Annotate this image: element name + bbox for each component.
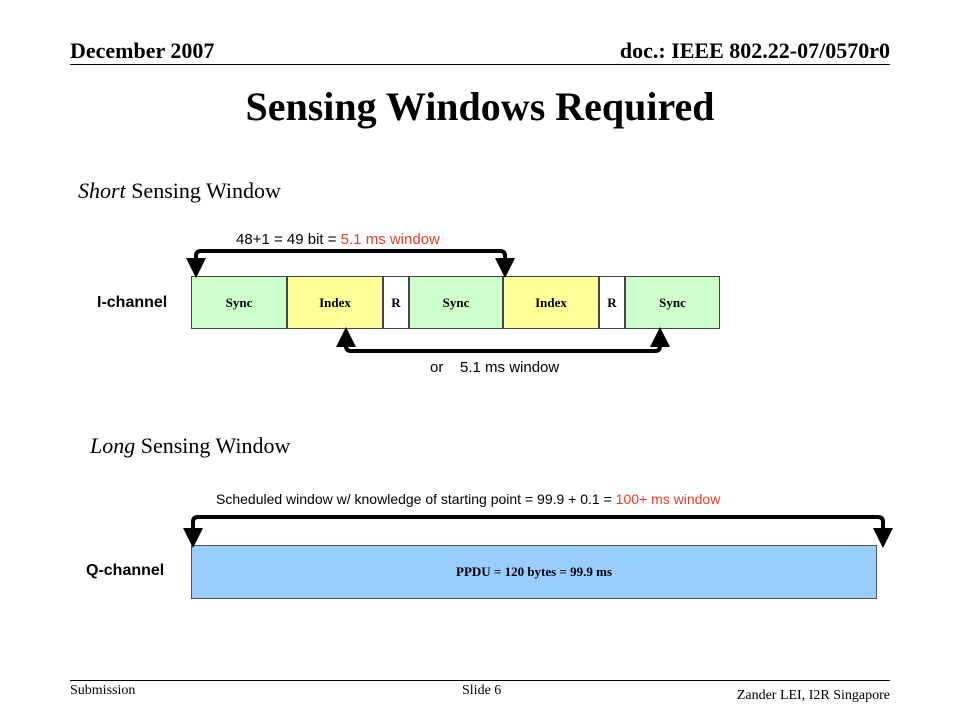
long-section-heading: Long Sensing Window <box>90 433 290 459</box>
short-section-heading: Short Sensing Window <box>78 178 281 204</box>
short-heading-italic: Short <box>78 178 126 203</box>
header-date: December 2007 <box>70 38 215 63</box>
header-doc-id: doc.: IEEE 802.22-07/0570r0 <box>619 38 890 63</box>
i-channel-label: I-channel <box>97 294 168 311</box>
short-top-window-label: 48+1 = 49 bit = 5.1 ms window <box>236 231 440 248</box>
short-bottom-bracket <box>336 327 670 353</box>
long-window-highlight: 100+ ms window <box>615 491 721 507</box>
short-top-window-highlight: 5.1 ms window <box>340 231 440 248</box>
long-heading-italic: Long <box>90 433 136 458</box>
long-window-prefix: Scheduled window w/ knowledge of startin… <box>216 491 616 507</box>
segment-sync-3: Sync <box>625 276 720 329</box>
q-channel-label: Q-channel <box>86 562 165 579</box>
footer-rule <box>70 680 890 681</box>
long-window-label: Scheduled window w/ knowledge of startin… <box>216 491 720 507</box>
segment-r-1: R <box>383 276 409 329</box>
segment-r-2: R <box>599 276 625 329</box>
short-bottom-window-or: or <box>430 359 444 376</box>
long-heading-rest: Sensing Window <box>135 433 291 458</box>
segment-index-1: Index <box>287 276 383 329</box>
short-heading-rest: Sensing Window <box>125 178 281 203</box>
short-bottom-window-label: or 5.1 ms window <box>430 359 559 376</box>
footer-author: Zander LEI, I2R Singapore <box>736 688 890 703</box>
segment-sync-1: Sync <box>191 276 287 329</box>
slide-title: Sensing Windows Required <box>245 84 715 129</box>
footer-slide-number: Slide 6 <box>462 683 502 698</box>
short-bottom-window-text: 5.1 ms window <box>460 359 560 376</box>
short-top-window-prefix: 48+1 = 49 bit = <box>236 231 341 248</box>
long-window-bracket <box>183 515 893 548</box>
short-top-bracket <box>186 249 515 278</box>
footer-submission: Submission <box>70 683 136 698</box>
header-rule <box>70 64 890 65</box>
